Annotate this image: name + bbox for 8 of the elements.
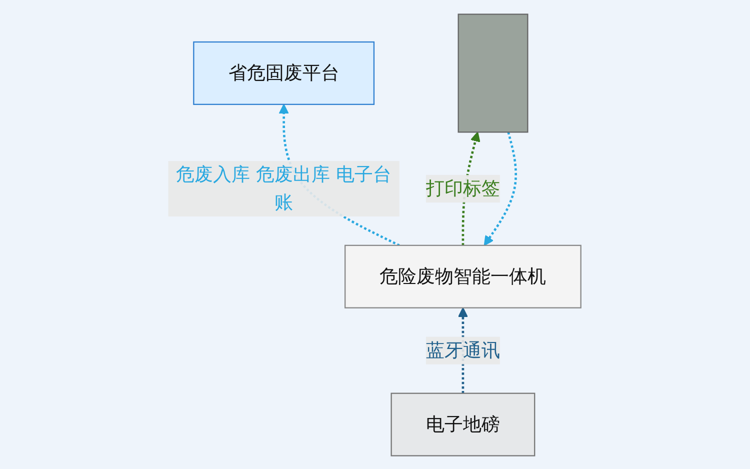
edge-label: 蓝牙通讯 (426, 338, 500, 360)
edge-label: 打印标签 (426, 176, 500, 199)
node-box: 危险废物智能一体机 (344, 244, 582, 308)
node-box: 电子地磅 (391, 392, 536, 456)
edge-label: 危废入库 危废出库 电子台账 (176, 162, 392, 213)
arrow (484, 131, 518, 246)
node-box: 省危固废平台 (194, 40, 375, 104)
node-box (458, 13, 529, 132)
